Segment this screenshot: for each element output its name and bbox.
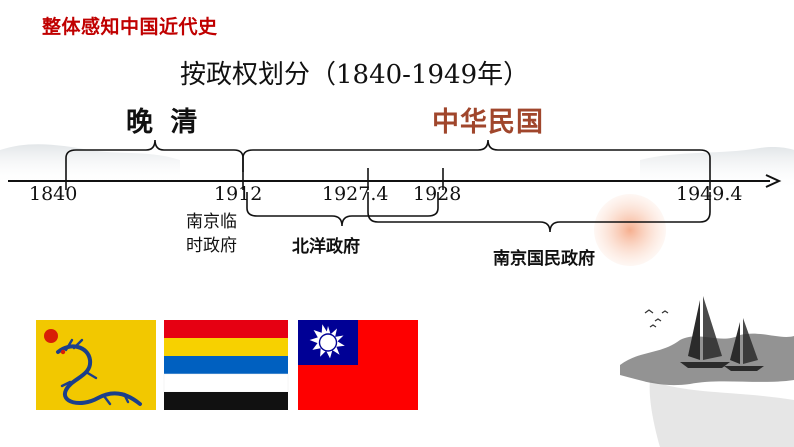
ink-wash: [649, 380, 794, 447]
tick-label-1949: 1949.4: [676, 183, 743, 205]
tick-label-1912: 1912: [214, 183, 263, 205]
mist-right: [640, 147, 794, 190]
mist-left: [0, 144, 180, 185]
govt-label-nanjing-provisional-line2: 时政府: [186, 236, 237, 256]
page-heading: 整体感知中国近代史: [42, 16, 218, 38]
tick-label-1927: 1927.4: [322, 183, 389, 205]
brace-roc: [242, 139, 711, 172]
govt-label-beiyang: 北洋政府: [292, 237, 360, 257]
blue-sky-white-sun-flag: [298, 320, 418, 410]
sun-shape: [594, 194, 666, 266]
sailboat-icon-small: [724, 318, 764, 371]
red-pearl-icon: [44, 329, 58, 343]
five-colored-flag: [163, 320, 289, 410]
dragon-icon: [56, 338, 142, 406]
era-label-qing: 晚 清: [126, 107, 202, 138]
brace-beiyang: [246, 192, 439, 227]
birds-icon: [644, 309, 669, 328]
qing-dragon-flag: [36, 320, 156, 410]
tick-label-1928: 1928: [413, 183, 462, 205]
govt-label-nanjing-provisional-line1: 南京临: [186, 212, 237, 232]
white-sun-icon: [309, 324, 345, 359]
govt-label-nanjing-national: 南京国民政府: [493, 249, 595, 269]
era-label-roc: 中华民国: [432, 107, 544, 138]
brace-nanjing-national: [367, 192, 711, 233]
govt-label-nanjing-provisional: 南京临 时政府: [186, 210, 256, 258]
timeline-arrow: [765, 174, 782, 188]
tick-label-1840: 1840: [29, 183, 78, 205]
brace-qing: [65, 139, 244, 172]
page-subtitle: 按政权划分（1840-1949年）: [180, 60, 530, 90]
sailboat-icon: [680, 296, 730, 368]
